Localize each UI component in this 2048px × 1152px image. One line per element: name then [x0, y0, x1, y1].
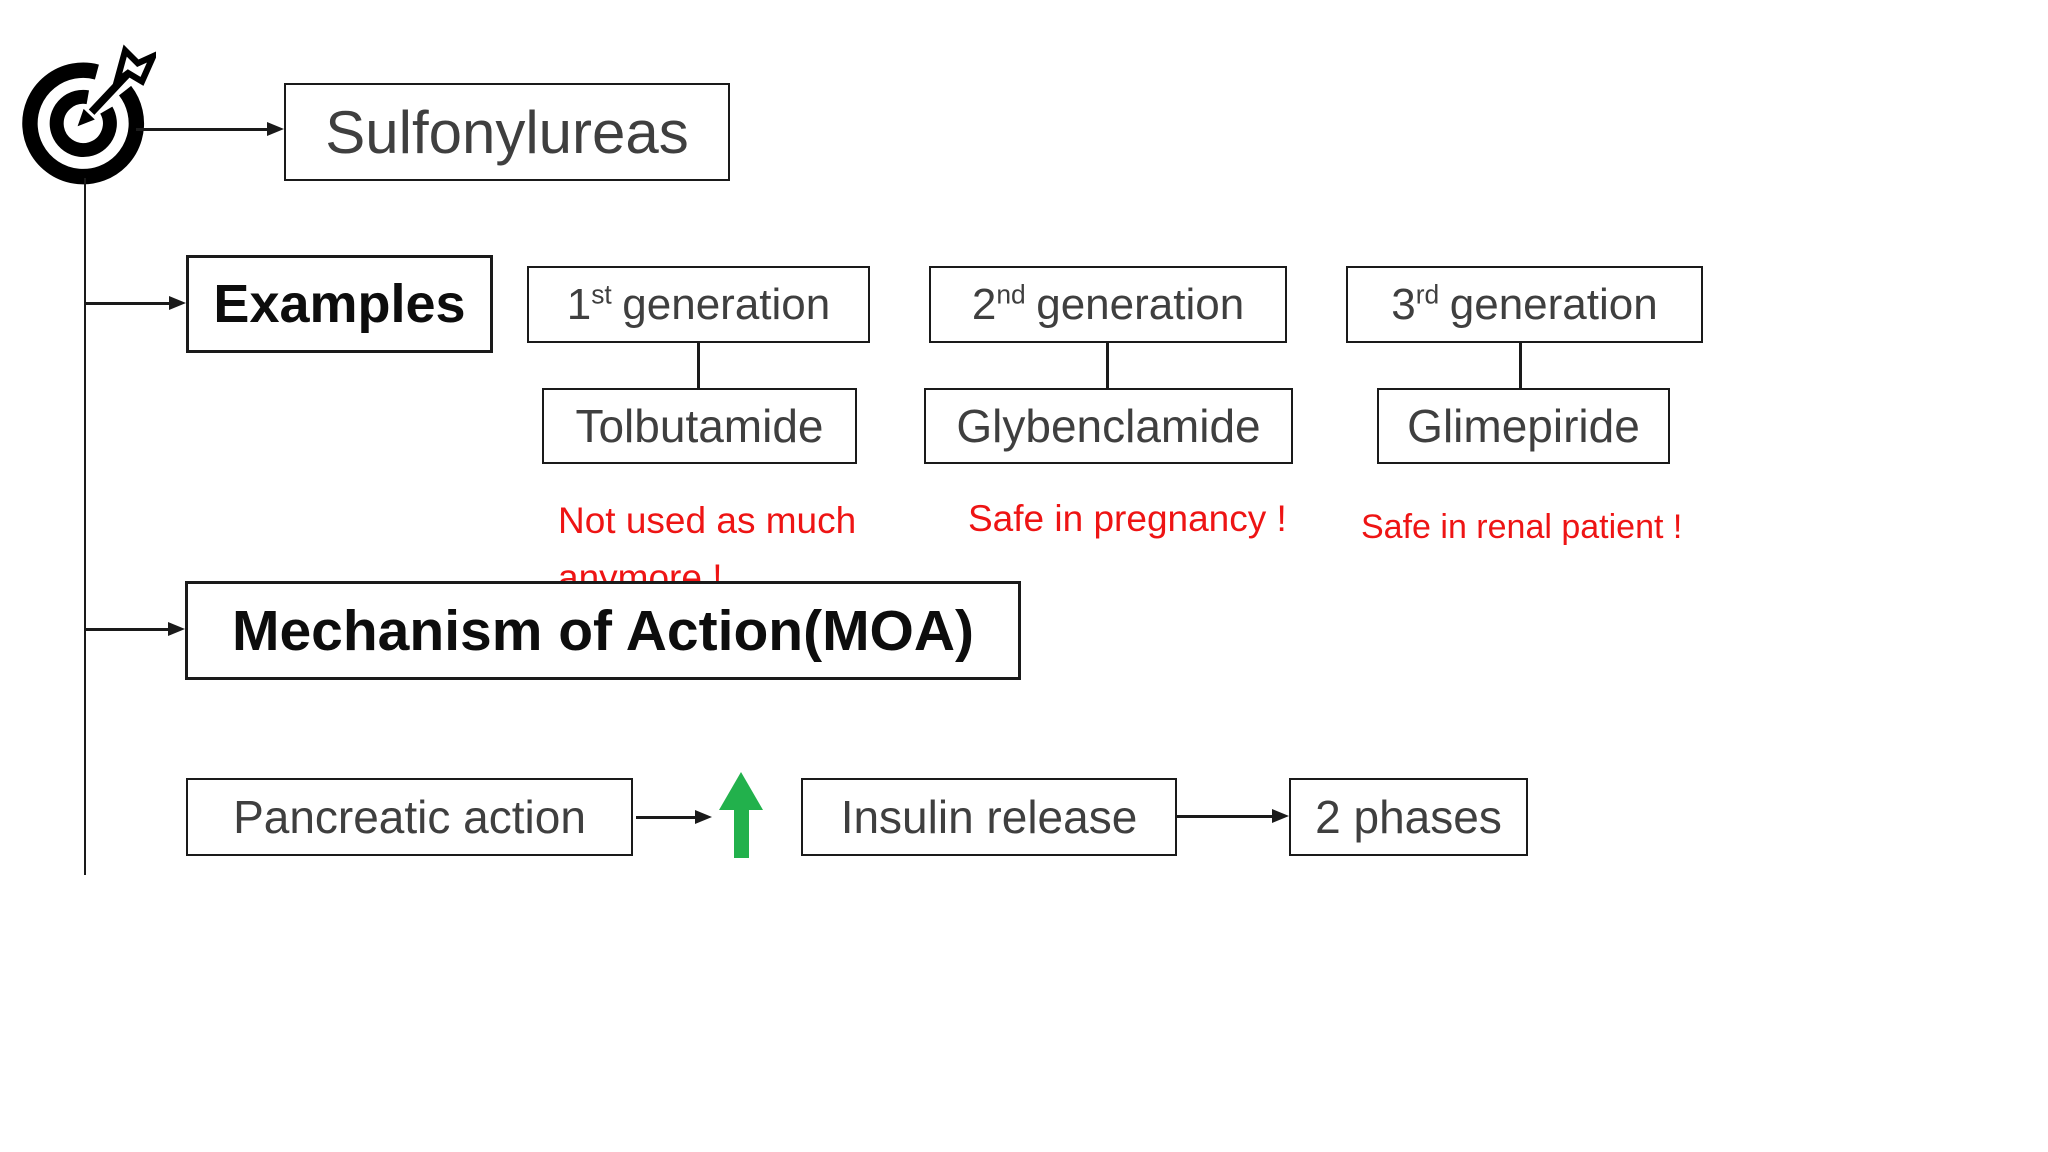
- green-up-arrow-head: [719, 772, 763, 810]
- examples-box: Examples: [186, 255, 493, 353]
- connector-gen3-drug: [1519, 343, 1522, 388]
- drug-glybenclamide-box: Glybenclamide: [924, 388, 1293, 464]
- drug-tolbutamide-box: Tolbutamide: [542, 388, 857, 464]
- note-glimepiride: Safe in renal patient !: [1361, 508, 1683, 546]
- insulin-release-box: Insulin release: [801, 778, 1177, 856]
- spine-line: [84, 178, 86, 875]
- arrow-insulin-to-phases: [1177, 809, 1289, 823]
- arrow-to-moa: [86, 622, 185, 636]
- two-phases-box: 2 phases: [1289, 778, 1528, 856]
- insulin-release-label: Insulin release: [840, 791, 1138, 843]
- arrow-pancreatic-to-increase: [636, 810, 712, 824]
- moa-box: Mechanism of Action(MOA): [185, 581, 1021, 680]
- note-tolbutamide-line1: Not used as much: [558, 500, 857, 541]
- drug-glybenclamide-label: Glybenclamide: [956, 400, 1261, 452]
- drug-glimepiride-label: Glimepiride: [1407, 400, 1640, 452]
- note-glybenclamide: Safe in pregnancy !: [968, 498, 1287, 539]
- connector-gen1-drug: [697, 343, 700, 388]
- examples-label: Examples: [213, 274, 466, 334]
- drug-tolbutamide-label: Tolbutamide: [575, 400, 824, 452]
- pancreatic-action-box: Pancreatic action: [186, 778, 633, 856]
- title-label: Sulfonylureas: [325, 98, 689, 166]
- arrow-to-title: [136, 122, 284, 136]
- arrow-to-examples: [86, 296, 186, 310]
- pancreatic-action-label: Pancreatic action: [233, 791, 586, 843]
- moa-label: Mechanism of Action(MOA): [231, 598, 975, 663]
- green-up-arrow-icon: [719, 772, 763, 858]
- two-phases-label: 2 phases: [1315, 791, 1502, 843]
- drug-glimepiride-box: Glimepiride: [1377, 388, 1670, 464]
- green-up-arrow-shaft: [733, 810, 749, 858]
- title-box: Sulfonylureas: [284, 83, 730, 181]
- target-dart-icon: [22, 44, 156, 185]
- connector-gen2-drug: [1106, 343, 1109, 388]
